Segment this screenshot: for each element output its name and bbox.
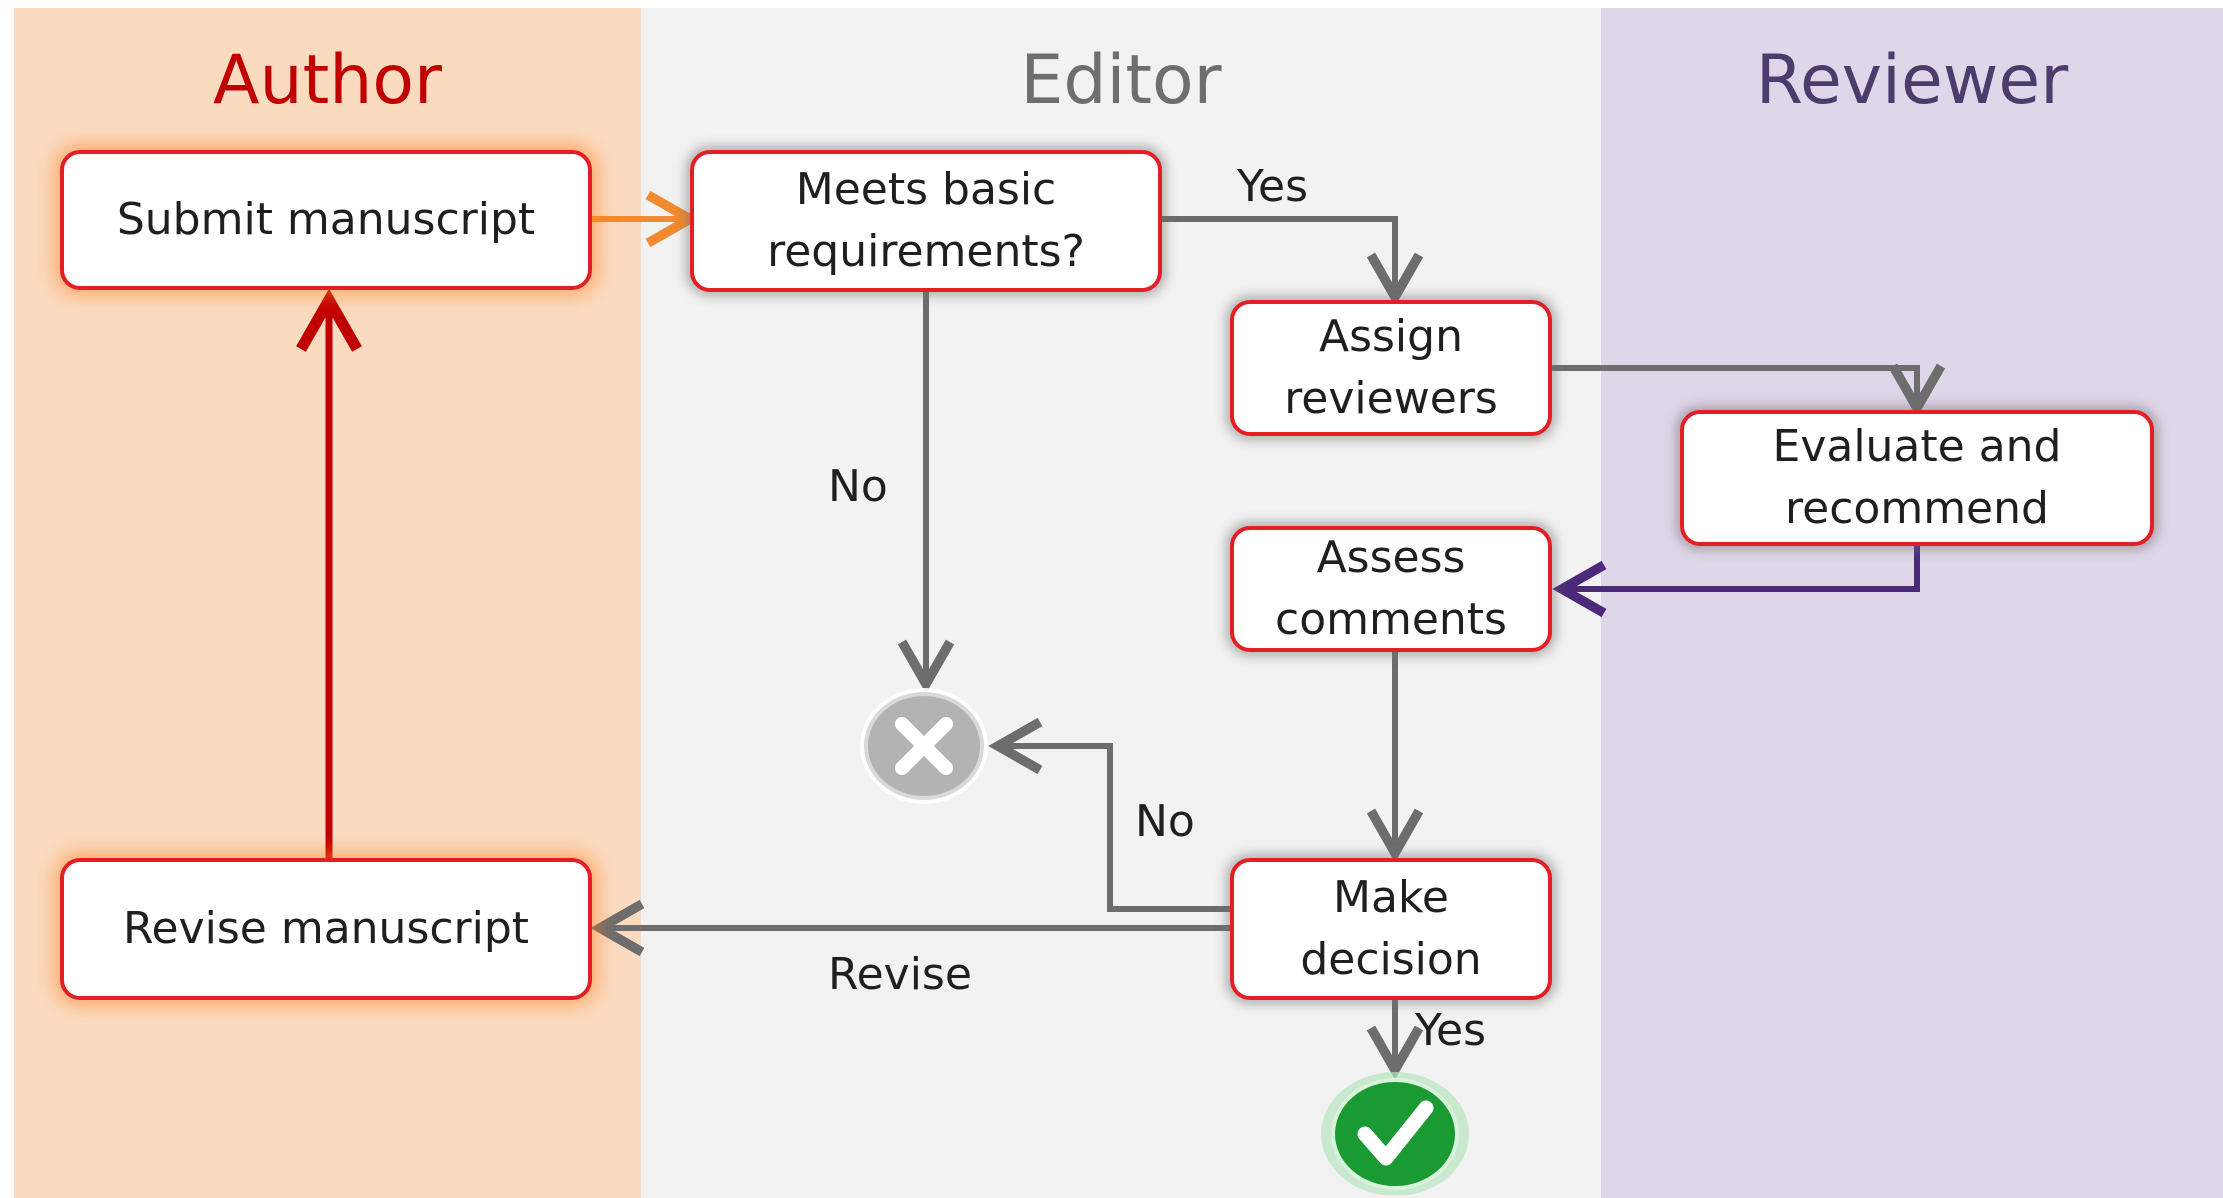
edge-decision-to-reject xyxy=(988,717,1230,912)
edge-label-no-meets: No xyxy=(828,461,888,512)
node-submit-manuscript: Submit manuscript xyxy=(60,150,592,290)
node-assign-reviewers: Assign reviewers xyxy=(1230,300,1552,436)
edge-assign-to-evaluate xyxy=(1552,363,1946,418)
lane-title-reviewer: Reviewer xyxy=(1755,41,2069,120)
node-make-decision: Make decision xyxy=(1230,858,1552,1000)
node-assess-comments: Assess comments xyxy=(1230,526,1552,652)
checkmark-icon xyxy=(1321,1072,1469,1195)
lane-title-editor: Editor xyxy=(1020,41,1222,120)
node-revise-manuscript: Revise manuscript xyxy=(60,858,592,1000)
x-icon xyxy=(860,688,988,804)
edge-label-revise: Revise xyxy=(828,949,972,1000)
node-meets-basic-requirements: Meets basic requirements? xyxy=(690,150,1162,292)
lane-reviewer: Reviewer xyxy=(1601,8,2223,1198)
edge-meets-to-assign xyxy=(1162,216,1424,307)
edge-label-no-decision: No xyxy=(1135,796,1195,847)
lane-title-author: Author xyxy=(213,41,442,120)
edge-evaluate-to-assess xyxy=(1552,546,1920,618)
node-evaluate-and-recommend: Evaluate and recommend xyxy=(1680,410,2154,546)
edge-label-yes-meets: Yes xyxy=(1237,161,1309,212)
edge-label-yes-decision: Yes xyxy=(1415,1005,1487,1056)
